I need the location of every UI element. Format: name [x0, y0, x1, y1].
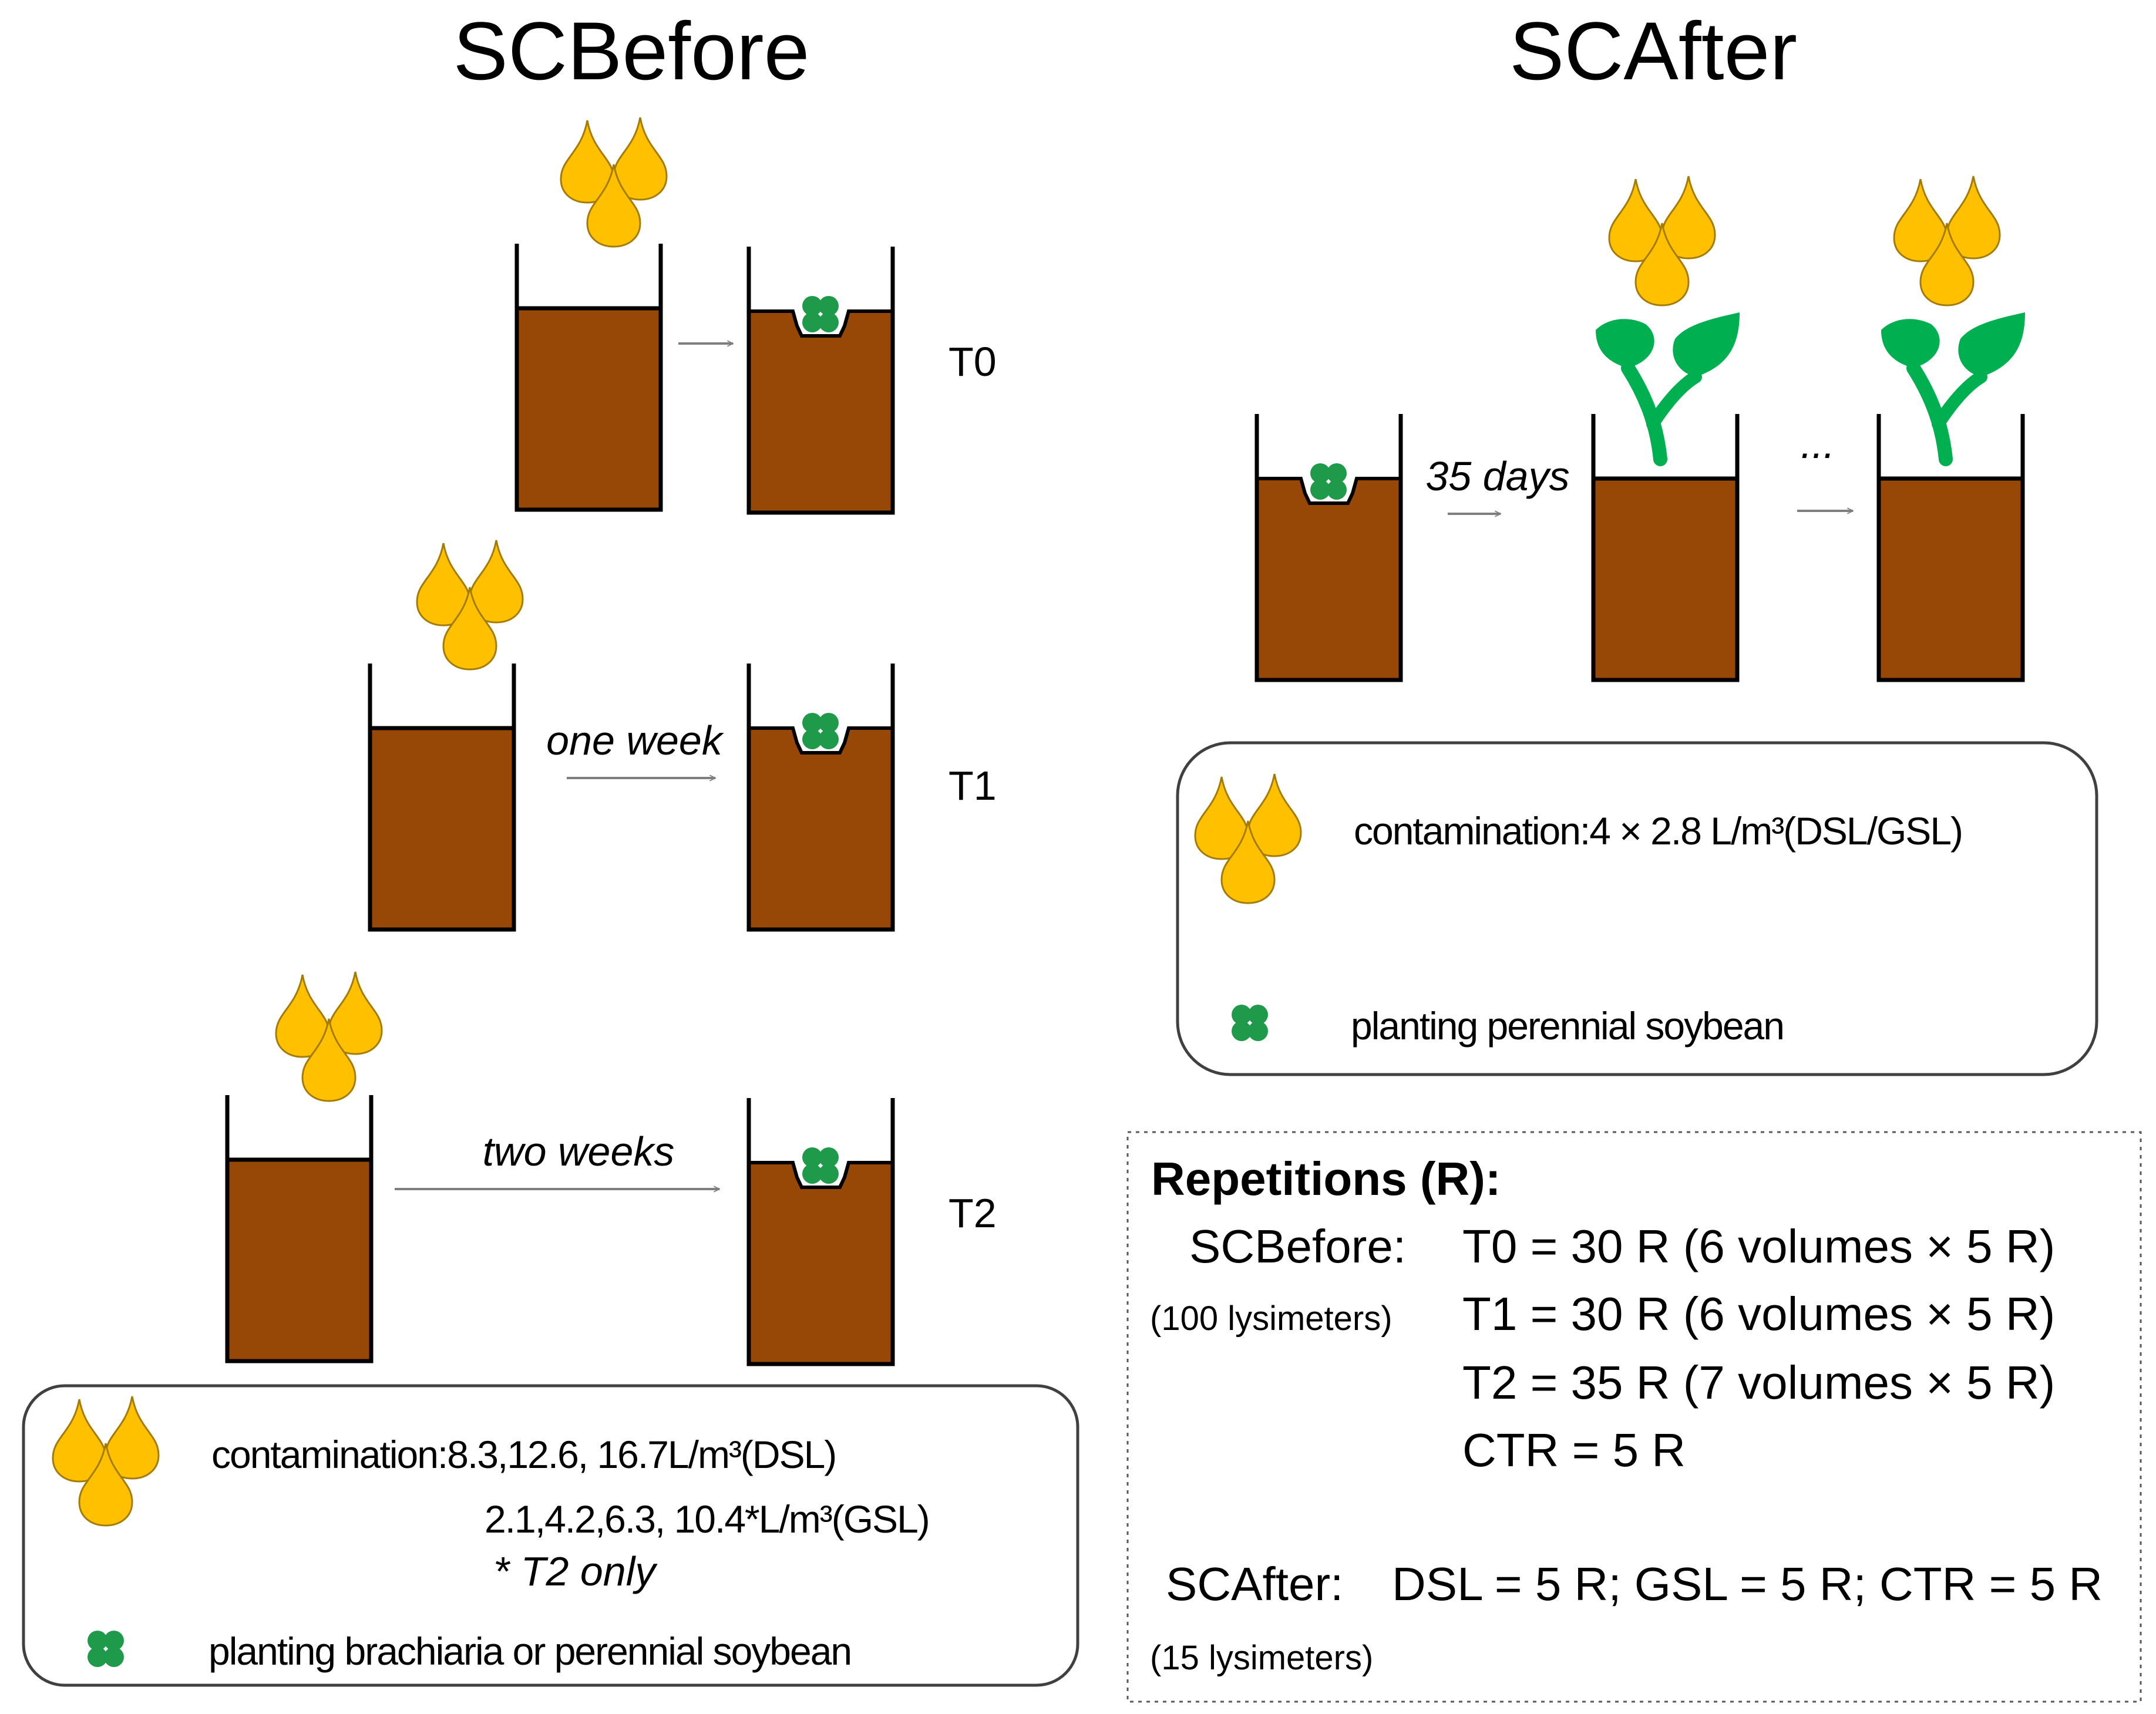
stage-t0: T0 — [517, 116, 997, 513]
lysimeter-pot — [227, 1095, 371, 1361]
scbefore-lysimeter-count: (100 lysimeters) — [1150, 1299, 1393, 1338]
repetition-line: T0 = 30 R (6 volumes × 5 R) — [1462, 1220, 2055, 1272]
scbefore-title: SCBefore — [453, 5, 810, 97]
droplet-cluster-icon — [1608, 175, 1716, 307]
droplet-cluster-icon — [1893, 175, 2001, 307]
repetitions-box: Repetitions (R): SCBefore: (100 lysimete… — [1126, 1131, 2142, 1703]
planting-note: planting perennial soybean — [1351, 1004, 1784, 1048]
droplet-cluster-icon — [275, 971, 383, 1102]
seedling-icon — [1881, 312, 2025, 459]
lysimeter-pot-seeded — [749, 1098, 893, 1364]
lysimeter-pot-seeded — [749, 664, 893, 930]
scafter-repetition-line: DSL = 5 R; GSL = 5 R; CTR = 5 R — [1392, 1558, 2103, 1610]
seedling-icon — [1596, 312, 1740, 459]
lysimeter-pot — [517, 244, 661, 510]
stage-t2: two weeks T2 — [227, 971, 997, 1364]
stage-label: T1 — [948, 763, 997, 809]
stage-label: T0 — [948, 339, 997, 385]
scbefore-legend: contamination:8.3,12.6, 16.7L/m³(DSL) 2.… — [22, 1384, 1079, 1687]
scbefore-label: SCBefore: — [1189, 1220, 1406, 1272]
interval-label: two weeks — [483, 1129, 675, 1174]
repetitions-heading: Repetitions (R): — [1151, 1153, 1501, 1205]
lysimeter-pot-seeded — [749, 247, 893, 513]
scafter-sequence: 35 days ... — [1257, 175, 2025, 680]
repetition-line: T1 = 30 R (6 volumes × 5 R) — [1462, 1288, 2055, 1340]
ellipsis: ... — [1801, 421, 1835, 467]
contamination-dsl: contamination:8.3,12.6, 16.7L/m³(DSL) — [211, 1433, 836, 1476]
droplet-cluster-icon — [560, 116, 668, 248]
scafter-lysimeter-count: (15 lysimeters) — [1150, 1639, 1373, 1677]
scafter-legend: contamination:4 × 2.8 L/m³(DSL/GSL) plan… — [1176, 741, 2098, 1076]
interval-label: one week — [546, 718, 724, 763]
repetition-line: CTR = 5 R — [1462, 1424, 1686, 1476]
t2-only-note: * T2 only — [493, 1548, 658, 1594]
contamination-after: contamination:4 × 2.8 L/m³(DSL/GSL) — [1354, 809, 1962, 853]
scafter-title: SCAfter — [1509, 5, 1797, 97]
stage-t1: one week T1 — [370, 539, 997, 930]
planting-note: planting brachiaria or perennial soybean — [208, 1629, 851, 1673]
lysimeter-pot-seeded — [1257, 414, 1401, 680]
droplet-cluster-icon — [416, 539, 524, 671]
interval-label: 35 days — [1425, 453, 1569, 499]
scafter-label: SCAfter: — [1166, 1558, 1343, 1610]
repetition-line: T2 = 35 R (7 volumes × 5 R) — [1462, 1356, 2055, 1409]
contamination-gsl: 2.1,4.2,6.3, 10.4*L/m³(GSL) — [485, 1497, 929, 1541]
lysimeter-pot — [370, 664, 514, 930]
stage-label: T2 — [948, 1190, 997, 1236]
